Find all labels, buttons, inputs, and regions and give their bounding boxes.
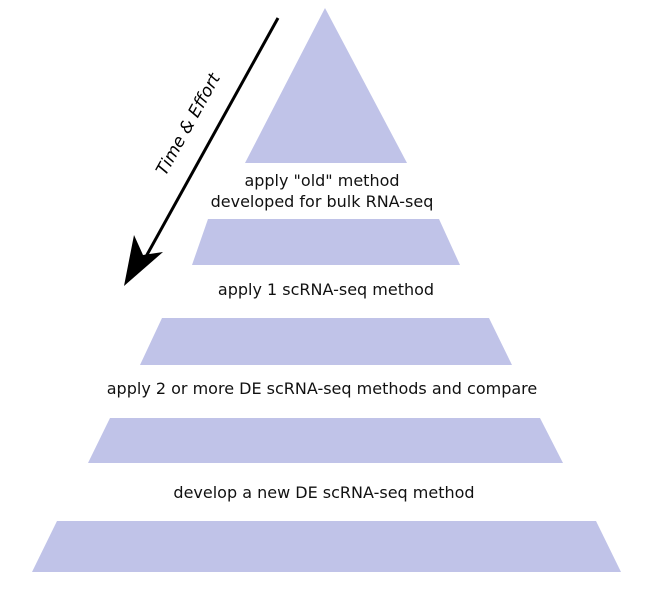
tier-label-old-method-line1: apply "old" method (244, 171, 399, 190)
time-effort-arrow-head (124, 235, 163, 286)
time-effort-label: Time & Effort (152, 69, 225, 179)
pyramid-tier-base (32, 521, 621, 572)
pyramid-tier-3 (140, 318, 512, 365)
pyramid-tier-2 (192, 219, 460, 265)
tier-label-new-method: develop a new DE scRNA-seq method (173, 483, 474, 502)
pyramid-tier-4 (88, 418, 563, 463)
tier-label-compare-methods: apply 2 or more DE scRNA-seq methods and… (107, 379, 538, 398)
tier-label-one-method: apply 1 scRNA-seq method (218, 280, 434, 299)
tier-label-old-method-line2: developed for bulk RNA-seq (211, 192, 434, 211)
time-effort-arrow-shaft (141, 17, 280, 263)
pyramid-tier-apex (245, 8, 407, 163)
